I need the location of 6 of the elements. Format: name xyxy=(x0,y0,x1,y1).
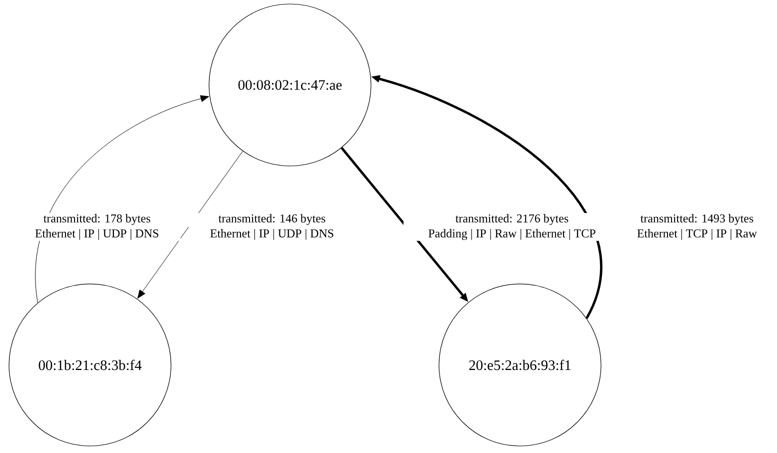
edge-label: transmitted: 2176 bytes Padding | IP | Raw | Ethernet | TCP xyxy=(428,214,596,240)
edge-label: transmitted: 1493 bytes Ethernet | TCP | IP | Raw xyxy=(637,214,757,240)
edge-label: transmitted: 146 bytes Ethernet | IP | UDP | DNS xyxy=(210,214,334,240)
arrow xyxy=(137,150,243,299)
arrow xyxy=(35,95,210,303)
edge-label: transmitted: 178 bytes Ethernet | IP | UDP | DNS xyxy=(35,214,158,240)
